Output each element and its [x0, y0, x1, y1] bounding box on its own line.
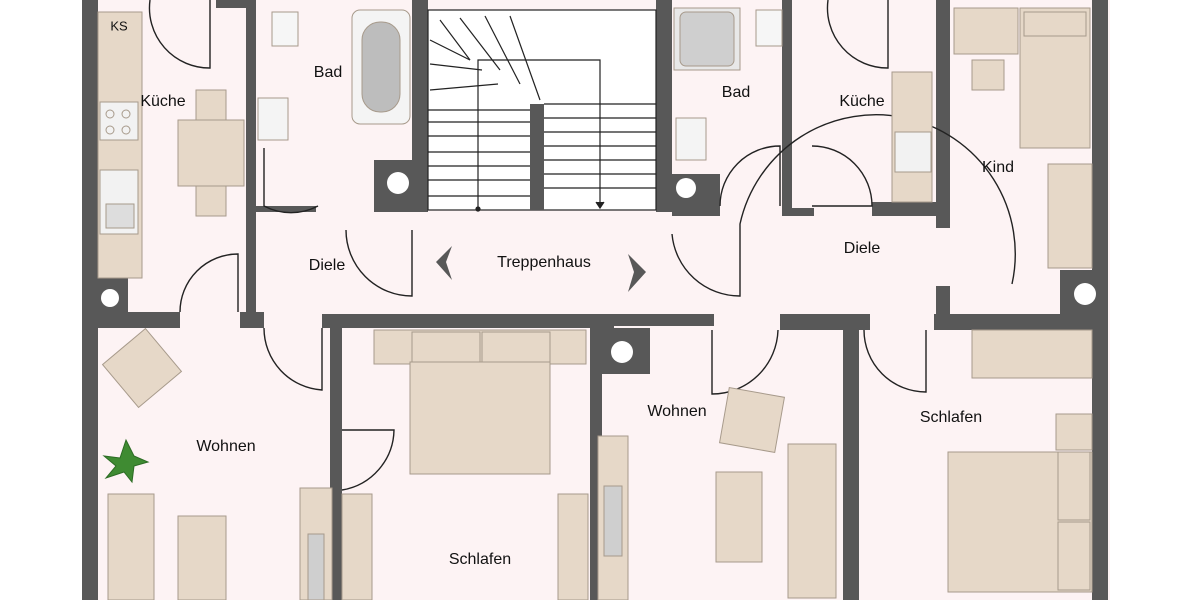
furniture: [97, 7, 1093, 600]
room-label-kueche-left: Küche: [140, 93, 185, 110]
room-label-ks: KS: [110, 18, 128, 33]
kids-desk: [1047, 163, 1093, 269]
sofa-left: [107, 493, 155, 600]
room-label-wohnen-left: Wohnen: [196, 438, 255, 455]
stair-arrows: [436, 246, 646, 292]
toilet-left: [271, 11, 299, 47]
coffee-table-right: [715, 471, 763, 563]
toilet-right: [755, 9, 783, 47]
double-bed-center: [409, 361, 551, 475]
arrow-right-icon: [628, 254, 646, 292]
room-label-bad-right: Bad: [722, 84, 750, 101]
kitchen-counter-left: [97, 11, 143, 279]
armchair-right: [718, 386, 786, 454]
room-label-diele-left: Diele: [309, 257, 346, 274]
washbasin-right: [675, 117, 707, 161]
plant-icon: [102, 438, 150, 484]
wardrobe-center-right: [557, 493, 589, 600]
kids-chair: [971, 59, 1005, 91]
room-label-kueche-right: Küche: [839, 93, 884, 110]
coffee-table-left: [177, 515, 227, 600]
room-label-schlafen-right: Schlafen: [920, 409, 982, 426]
dining-table: [177, 119, 245, 187]
walls: [82, 0, 1108, 600]
washbasin-left: [257, 97, 289, 141]
room-label-wohnen-right: Wohnen: [647, 403, 706, 420]
room-label-diele-right: Diele: [844, 240, 881, 257]
room-label-treppenhaus: Treppenhaus: [497, 254, 591, 271]
kids-wardrobe: [953, 7, 1019, 55]
bed-table-right: [971, 329, 1093, 379]
staircase: [427, 9, 657, 212]
columns: [101, 172, 1096, 363]
room-label-kind: Kind: [982, 159, 1014, 176]
arrow-left-icon: [436, 246, 452, 280]
armchair-left: [101, 327, 183, 409]
wardrobe-center-left: [341, 493, 373, 600]
stove-icon: [99, 101, 139, 141]
sink-right: [894, 131, 932, 173]
nightstand-right: [1055, 413, 1093, 451]
sofa-right: [787, 443, 837, 599]
room-label-bad-left: Bad: [314, 64, 342, 81]
room-label-schlafen-center: Schlafen: [449, 551, 511, 568]
room-labels: KS Küche Bad Bad Küche Kind Diele Treppe…: [110, 18, 1014, 568]
